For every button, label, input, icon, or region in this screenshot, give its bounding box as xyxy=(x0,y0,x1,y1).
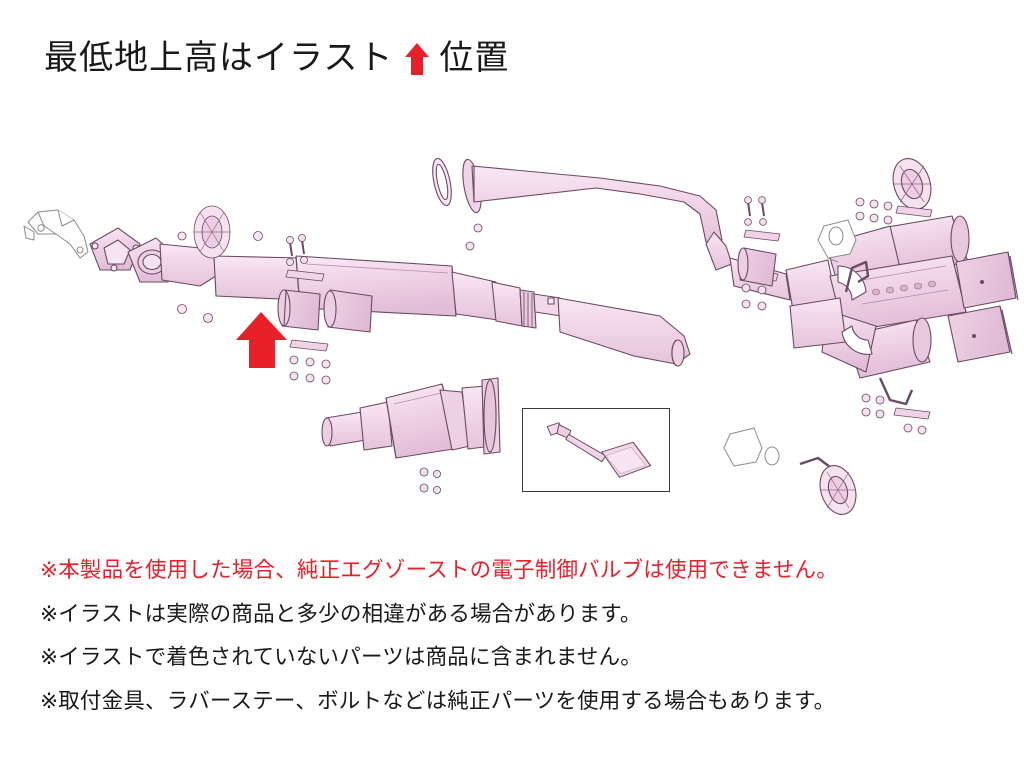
note-line: ※本製品を使用した場合、純正エグゾーストの電子制御バルブは使用できません。 xyxy=(40,558,838,582)
hardware-cluster-a xyxy=(177,205,263,323)
band-clamp-2 xyxy=(323,289,373,333)
note-line: ※取付金具、ラバーステー、ボルトなどは純正パーツを使用する場合もあります。 xyxy=(40,688,836,713)
page-title: 最低地上高はイラスト 位置 xyxy=(44,30,509,86)
ring-disc xyxy=(193,205,231,259)
rear-muffler-assembly xyxy=(785,215,1019,379)
bolt-group-1 xyxy=(285,234,325,282)
hardware-cluster-b xyxy=(289,339,331,385)
note-line: ※イラストは実際の商品と多少の相違がある場合があります。 xyxy=(40,601,642,626)
exhaust-tip-lower xyxy=(947,305,1013,363)
page-title-text-after: 位置 xyxy=(439,39,510,77)
exhaust-tip-upper xyxy=(955,251,1019,309)
center-muffler xyxy=(321,377,501,459)
rubber-mount-disc-bottom xyxy=(819,465,857,515)
inset-detail-box xyxy=(522,408,670,492)
center-pipe xyxy=(432,157,733,271)
notes-list: ※本製品を使用した場合、純正エグゾーストの電子制御バルブは使用できません。 ※イ… xyxy=(40,558,990,734)
up-arrow-red-icon xyxy=(404,42,430,76)
center-pipe-gasket xyxy=(432,157,452,207)
band-clamp-1 xyxy=(277,289,321,331)
stock-bracket xyxy=(23,209,89,259)
rubber-hanger-lower xyxy=(723,427,780,467)
ground-clearance-marker-arrow xyxy=(236,312,287,368)
exhaust-system-illustration xyxy=(0,140,1024,530)
note-line: ※イラストで着色されていないパーツは商品に含まれません。 xyxy=(40,645,642,669)
rubber-mount-disc-top xyxy=(892,158,932,210)
rear-bolt-cluster-bottom xyxy=(861,393,931,435)
rubber-hanger-upper xyxy=(817,219,857,263)
front-pipe-catalyzer xyxy=(159,243,691,367)
band-clamp-3 xyxy=(737,247,777,287)
rear-bolt-cluster-top xyxy=(855,197,933,225)
page-title-text-before: 最低地上高はイラスト xyxy=(44,39,394,77)
center-muffler-bolts xyxy=(419,467,441,494)
